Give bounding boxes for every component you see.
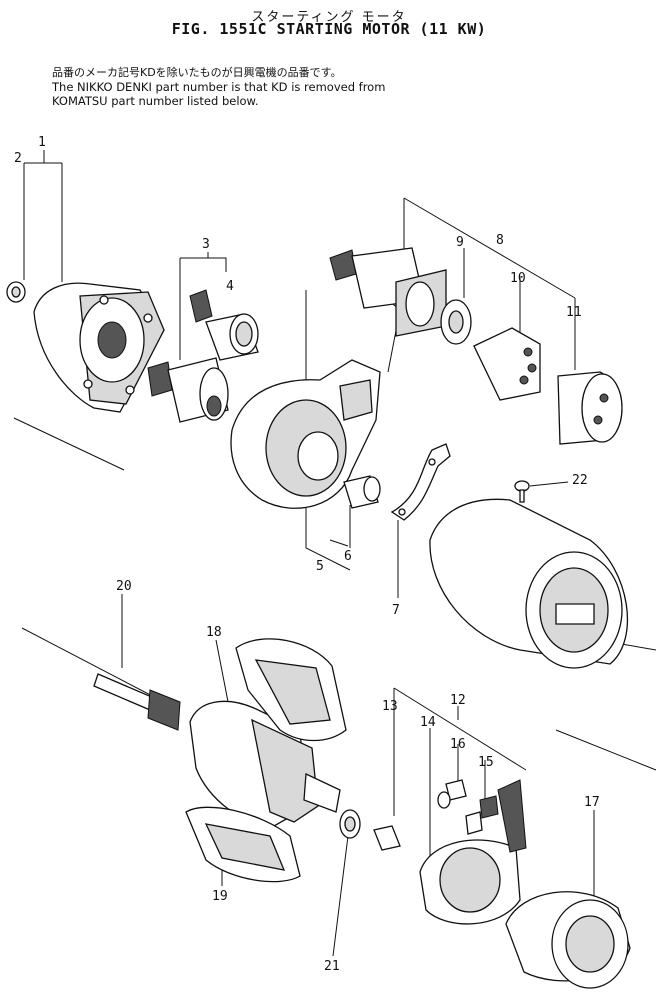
part-6-bushing [343,475,381,509]
part-3-pinion-clutch [147,357,229,423]
part-20-shaft [93,673,181,731]
part-13-bushing [373,825,401,851]
callout-20: 20 [116,579,132,594]
callout-18: 18 [206,625,222,640]
figure-subtitle-jp: スターティング モータ [251,10,407,25]
callout-6: 6 [344,549,352,564]
part-19-field-coil [185,806,301,883]
callout-4: 4 [226,279,234,294]
part-8-magnetic-switch [329,247,447,337]
callout-2: 2 [14,151,22,166]
callout-8: 8 [496,233,504,248]
note-line-2: KOMATSU part number listed below. [52,94,259,108]
callout-1: 1 [38,135,46,150]
part-7-shift-lever [390,443,451,521]
callout-9: 9 [456,235,464,250]
callout-11: 11 [566,305,582,320]
part-11-switch-cover [557,371,623,445]
part-10-switch-contact [473,327,541,401]
callout-7: 7 [392,603,400,618]
part-16-spring [437,779,467,809]
part-field-coil-upper [235,638,347,742]
callout-19: 19 [212,889,228,904]
part-22-screw [514,480,530,503]
part-21-washer [339,809,361,839]
note-line-1: The NIKKO DENKI part number is that KD i… [52,80,386,94]
callout-21: 21 [324,959,340,974]
part-17-rear-cover [505,891,631,989]
callout-17: 17 [584,795,600,810]
part-5-center-housing [230,359,381,509]
callout-16: 16 [450,737,466,752]
figure-title: FIG. 1551C STARTING MOTOR (11 KW) [171,20,487,38]
callout-12: 12 [450,693,466,708]
part-18-armature [189,700,341,827]
part-1-drive-end-housing [33,282,165,413]
callout-14: 14 [420,715,436,730]
part-15-brush [465,795,499,835]
callout-22: 22 [572,473,588,488]
part-2-bushing [6,281,26,303]
part-14-brush-plate [419,779,527,925]
callout-13: 13 [382,699,398,714]
part-4-sleeve [189,289,259,361]
callout-labels: 1 2 3 4 5 6 7 8 9 10 11 12 13 14 15 16 1… [14,135,600,974]
part-yoke [429,498,629,669]
callout-15: 15 [478,755,494,770]
part-9-seal [440,299,472,345]
callout-5: 5 [316,559,324,574]
note-line-jp: 品番のメーカ記号KDを除いたものが日興電機の品番です。 [52,66,342,79]
callout-10: 10 [510,271,526,286]
callout-3: 3 [202,237,210,252]
